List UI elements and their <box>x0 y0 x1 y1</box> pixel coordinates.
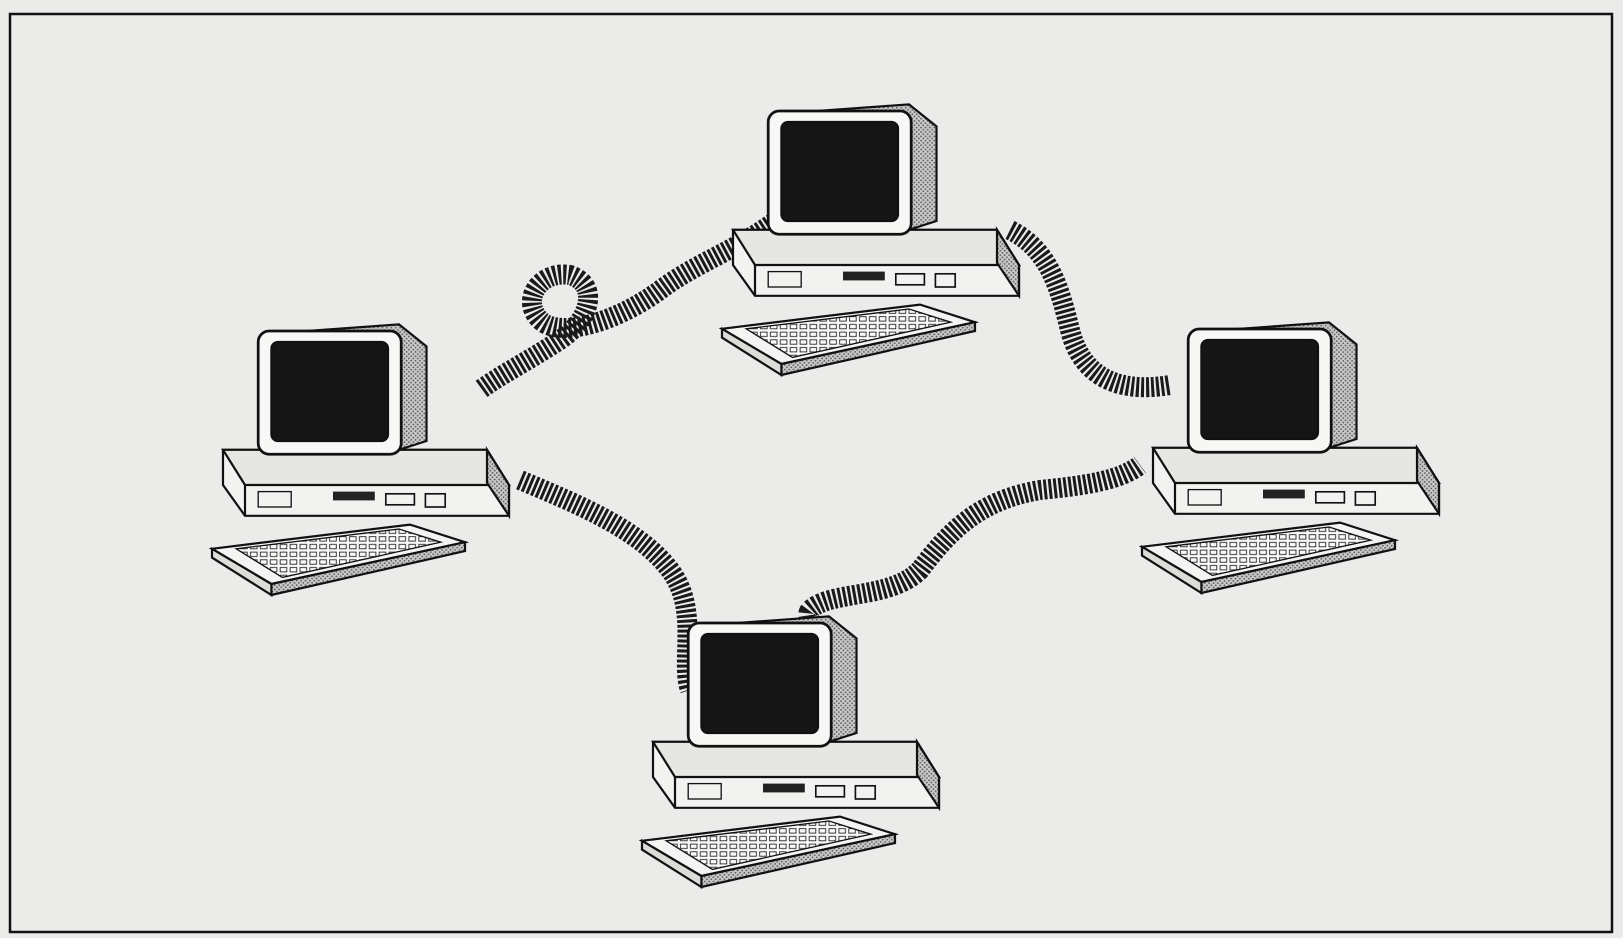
network-diagram <box>0 0 1623 938</box>
network-illustration <box>0 0 1623 938</box>
